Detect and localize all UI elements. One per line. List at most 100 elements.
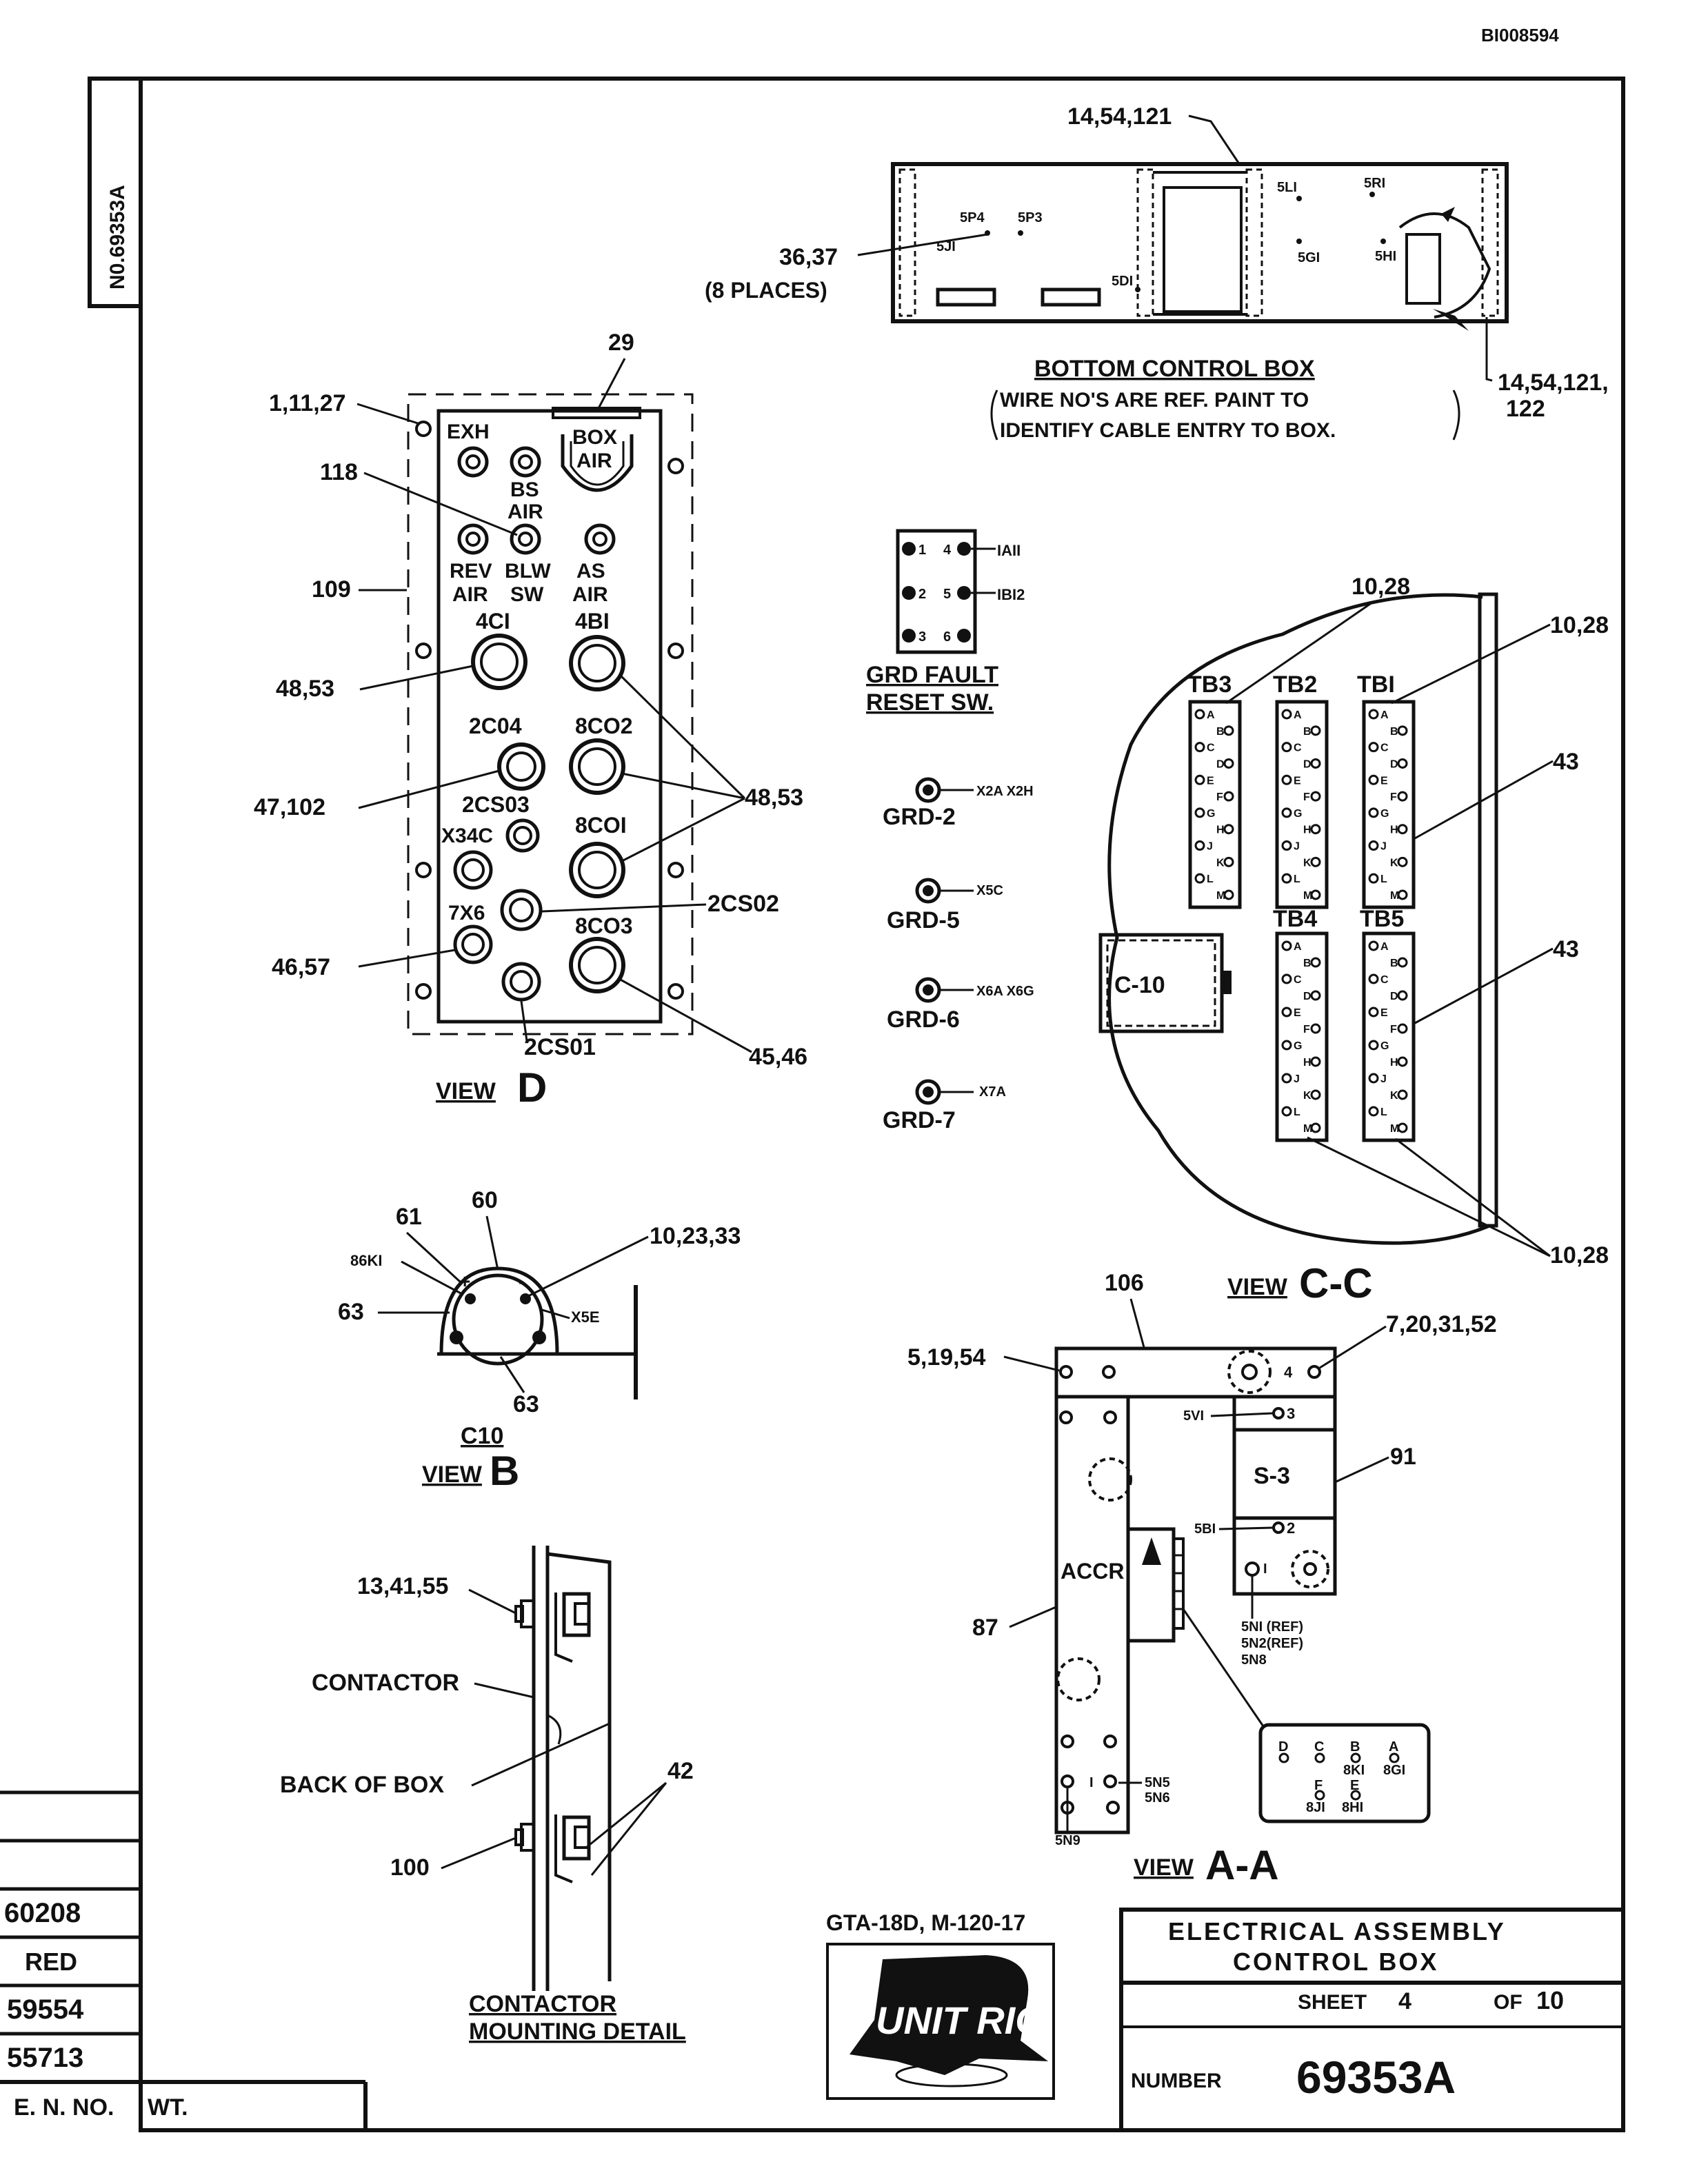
contactor-leader-100 (441, 1837, 516, 1870)
view-d-leader-2cs02 (541, 903, 707, 913)
view-d-label-bs-air: AIR (508, 501, 543, 523)
view-d-label-8coi: 8COI (575, 813, 627, 838)
terminal-screw (1281, 774, 1292, 785)
view-d-view-letter: D (517, 1064, 547, 1111)
view-d-leader-2cs01 (520, 1000, 528, 1042)
bcb-note-line2: IDENTIFY CABLE ENTRY TO BOX. (1000, 419, 1336, 442)
terminal-screw (1368, 1007, 1379, 1018)
grd-switch-term-4: 4 (943, 543, 952, 558)
terminal-letter: H (1390, 825, 1398, 836)
view-aa-view-word: VIEW (1134, 1854, 1194, 1881)
view-d-callout-48-53-left: 48,53 (276, 676, 334, 702)
view-d-panel (407, 393, 694, 1035)
grd-switch-term-2: 2 (918, 587, 926, 602)
bcb-callout-right2: 122 (1506, 396, 1545, 422)
tb3-label: TB3 (1187, 671, 1232, 698)
terminal-screw (1281, 973, 1292, 984)
terminal-letter: J (1207, 841, 1213, 853)
terminal-letter: E (1207, 775, 1214, 787)
conn-letter-f: F (1314, 1778, 1323, 1793)
contactor-title-1: CONTACTOR (469, 1991, 616, 2017)
terminal-letter: D (1303, 758, 1312, 770)
bcb-point-5di: 5DI (1112, 274, 1133, 289)
grd-switch-term-1: 1 (918, 543, 926, 558)
view-d-leader-29 (596, 358, 626, 412)
view-cc-leader-43-bottom (1414, 947, 1554, 1024)
terminal-screw (1368, 840, 1379, 851)
view-aa-label-5n9: 5N9 (1055, 1833, 1081, 1848)
bcb-point-5p3: 5P3 (1018, 210, 1043, 225)
revision-block (0, 1790, 368, 2130)
terminal-screw (1194, 742, 1205, 753)
view-b-callout-63-left: 63 (338, 1299, 364, 1325)
terminal-letter: F (1216, 791, 1223, 803)
terminal-letter: H (1303, 825, 1312, 836)
contactor-leader-back-of-box (471, 1722, 610, 1787)
bottom-control-box-drawing (891, 162, 1509, 331)
bcb-leader-right (1485, 317, 1493, 382)
view-d-callout-118: 118 (320, 459, 358, 485)
view-aa-callout-87: 87 (972, 1615, 998, 1641)
bcb-point-5ri: 5RI (1364, 176, 1385, 191)
terminal-letter: C (1380, 742, 1389, 754)
view-d-label-exh: EXH (447, 421, 490, 443)
bcb-point-5p4: 5P4 (960, 210, 985, 225)
view-aa-label-5bi: 5BI (1194, 1521, 1216, 1537)
view-aa-callout-91: 91 (1390, 1444, 1416, 1470)
view-d-callout-1-11-27: 1,11,27 (269, 390, 346, 416)
bcb-point-5gi: 5GI (1298, 250, 1320, 265)
bcb-note-paren-left (990, 390, 998, 441)
terminal-screw (1281, 1040, 1292, 1051)
bcb-title: BOTTOM CONTROL BOX (1034, 356, 1315, 382)
view-aa-leader-5bi (1218, 1526, 1274, 1530)
terminal-letter: G (1380, 1040, 1389, 1052)
view-b-callout-60: 60 (472, 1187, 498, 1213)
view-b-leader-63-bottom (499, 1356, 525, 1393)
view-d-callout-109: 109 (312, 576, 351, 603)
terminal-screw (1281, 840, 1292, 851)
c10-component: C-10 (1114, 972, 1165, 998)
eno-label: E. N. NO. (14, 2094, 114, 2121)
view-cc-leader-10-28-bottom (1307, 1136, 1551, 1257)
view-d-label-as: AS (576, 560, 605, 583)
terminal-letter: D (1216, 758, 1225, 770)
terminal-letter: A (1380, 941, 1389, 953)
terminal-screw (1397, 758, 1408, 769)
view-b-view-word: VIEW (422, 1462, 483, 1488)
view-d-leader-45-46 (619, 978, 752, 1053)
terminal-screw (1397, 824, 1408, 835)
contactor-callout-contactor: CONTACTOR (312, 1670, 459, 1696)
terminal-letter: G (1294, 1040, 1302, 1052)
view-d-leader-1-11-27 (356, 403, 419, 425)
terminal-screw (1223, 856, 1234, 867)
terminal-screw (1194, 873, 1205, 884)
view-aa-label-5ni: 5NI (REF) (1241, 1619, 1303, 1635)
bcb-note-paren-right (1452, 390, 1460, 441)
view-d-view-word: VIEW (436, 1078, 496, 1104)
grd-switch-title-1: GRD FAULT (866, 662, 998, 688)
view-b-view-letter: B (490, 1448, 519, 1494)
terminal-screw (1368, 973, 1379, 984)
terminal-letter: D (1303, 991, 1312, 1002)
view-d-leader-118 (363, 472, 518, 536)
terminal-screw (1310, 1122, 1321, 1133)
grd-switch-term-5: 5 (943, 587, 951, 602)
terminal-screw (1397, 990, 1408, 1001)
tb-terminal-marks: ABCDEFGHJKLMABCDEFGHJKLMABCDEFGHJKLMABCD… (1194, 709, 1408, 1135)
terminal-screw (1223, 725, 1234, 736)
terminal-letter: F (1303, 1024, 1310, 1035)
terminal-screw (1368, 774, 1379, 785)
terminal-letter: H (1390, 1057, 1398, 1069)
terminal-screw (1310, 1056, 1321, 1067)
view-aa-callout-5-19-54: 5,19,54 (907, 1344, 986, 1371)
terminal-letter: K (1303, 857, 1312, 869)
bcb-note-line1: WIRE NO'S ARE REF. PAINT TO (1000, 389, 1309, 412)
tb2-label: TB2 (1273, 671, 1317, 698)
view-b-plus: + (459, 1271, 470, 1292)
view-cc-view-word: VIEW (1227, 1274, 1288, 1300)
conn-letter-d: D (1278, 1739, 1288, 1755)
sheet-number: 4 (1398, 1988, 1411, 2014)
grd-5-wire: X5C (976, 883, 1003, 898)
terminal-screw (1281, 807, 1292, 818)
